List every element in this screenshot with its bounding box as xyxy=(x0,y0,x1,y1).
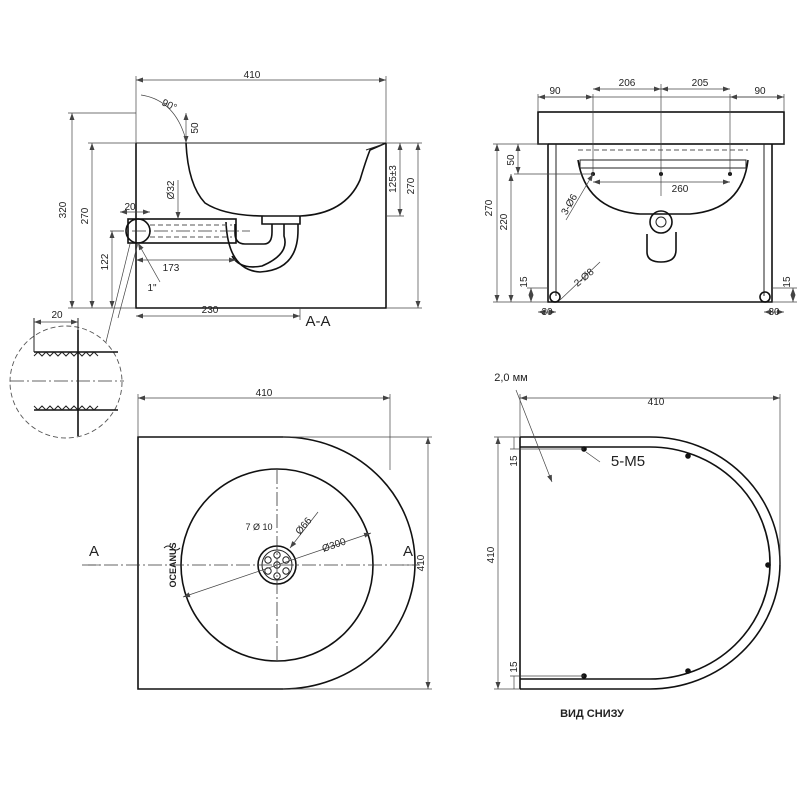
bottom-outer-outline xyxy=(520,436,781,690)
bottom-inner-outline xyxy=(520,446,771,680)
detail-thread-bottom xyxy=(33,405,99,411)
front-siphon xyxy=(646,232,677,263)
section-siphon-bowl xyxy=(225,221,299,273)
bottom-bolt-4 xyxy=(685,668,691,674)
front-foot-left xyxy=(549,291,561,303)
section-dim-angle: 90° xyxy=(160,98,178,114)
front-dim-50: 50 xyxy=(506,154,517,166)
section-dim-top-width: 410 xyxy=(244,70,261,81)
detail-thread-top xyxy=(33,351,99,357)
bottom-bolt-label: 5-M5 xyxy=(611,453,645,470)
section-view: 410 90° 50 320 270 122 Ø32 173 20 125±3 … xyxy=(58,70,422,330)
plan-dim-bowl: Ø300 xyxy=(321,536,348,555)
section-dim-height-total: 320 xyxy=(58,201,69,218)
plan-drain-holes: 7 Ø 10 xyxy=(245,522,272,532)
bottom-title: ВИД СНИЗУ xyxy=(560,708,624,720)
section-dim-pipe-offset: 20 xyxy=(124,202,136,213)
front-drain xyxy=(649,210,673,234)
section-dim-rim: 50 xyxy=(190,122,201,134)
front-body-outline xyxy=(547,144,773,303)
plan-section-right: A xyxy=(403,543,413,560)
bottom-bolt-3 xyxy=(765,562,771,568)
section-basin-curve xyxy=(185,142,387,217)
front-dim-220: 220 xyxy=(499,213,510,230)
plan-section-left: A xyxy=(89,543,99,560)
section-title: A-A xyxy=(305,313,330,330)
front-foot-right xyxy=(759,291,771,303)
section-dim-depth: 125±3 xyxy=(388,165,399,193)
section-dim-pipe-len: 173 xyxy=(163,263,180,274)
plan-dim-drain: Ø66 xyxy=(294,515,315,537)
bottom-thickness-label: 2,0 мм xyxy=(494,372,527,384)
plan-view: 410 410 A A Ø300 Ø66 7 Ø 10 OCEANUS xyxy=(82,388,432,690)
section-dim-height-body: 270 xyxy=(80,207,91,224)
front-dim-205: 205 xyxy=(692,78,709,89)
detail-circle xyxy=(9,325,123,439)
section-siphon xyxy=(231,224,286,268)
section-drain xyxy=(261,216,301,225)
detail-leader xyxy=(105,243,131,343)
section-dim-bottom-width: 230 xyxy=(202,305,219,316)
plan-dim-height: 410 xyxy=(416,554,427,571)
detail-view: 20 xyxy=(9,243,131,439)
plan-dim-width: 410 xyxy=(256,388,273,399)
section-dim-right-height: 270 xyxy=(406,177,417,194)
section-rim-lip xyxy=(365,143,385,151)
detail-dim-width: 20 xyxy=(51,310,63,321)
bottom-bolt-2 xyxy=(685,453,691,459)
section-dim-pipe-height: 122 xyxy=(100,253,111,270)
plan-outline xyxy=(137,436,416,690)
front-dim-206: 206 xyxy=(619,78,636,89)
front-dim-left-15: 15 xyxy=(519,276,530,288)
front-basin-curve xyxy=(577,159,749,215)
section-body-outline xyxy=(135,143,387,309)
front-dim-left-top: 90 xyxy=(549,86,561,97)
front-note-holes: 3-Ø6 xyxy=(560,192,581,217)
front-dim-right-top: 90 xyxy=(754,86,766,97)
front-dim-right-30: 30 xyxy=(768,307,780,318)
bottom-view: 2,0 мм 410 410 15 15 5-M5 ВИД СНИЗУ xyxy=(486,372,781,720)
section-pipe-inner xyxy=(150,224,232,238)
bottom-dim-width: 410 xyxy=(648,397,665,408)
plan-brand-logo: OCEANUS xyxy=(168,542,178,587)
section-dim-pipe-dia: Ø32 xyxy=(166,180,177,199)
front-dim-left-30: 30 xyxy=(541,307,553,318)
front-view: 90 206 205 90 50 260 270 220 15 15 30 30… xyxy=(484,78,797,318)
front-note-feet: 2-Ø8 xyxy=(572,266,596,289)
front-dim-260: 260 xyxy=(672,184,689,195)
front-dim-right-15: 15 xyxy=(782,276,793,288)
front-dim-270: 270 xyxy=(484,199,495,216)
bottom-dim-height: 410 xyxy=(486,546,497,563)
section-thread-label: 1" xyxy=(147,283,157,294)
bottom-dim-bottom-15: 15 xyxy=(509,661,520,673)
front-rim-plate xyxy=(579,159,747,169)
bottom-dim-top-15: 15 xyxy=(509,455,520,467)
